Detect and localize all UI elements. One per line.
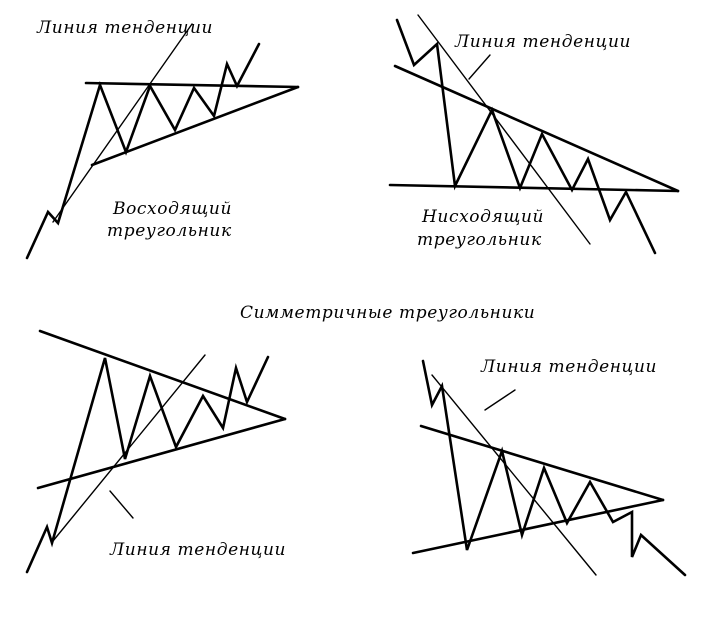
bearish-trendline-label: Линия тенденции — [480, 357, 657, 377]
bullish-trendline-label: Линия тенденции — [109, 540, 286, 560]
descending-name-line2: треугольник — [417, 230, 542, 250]
descending-name-line1: Нисходящий — [421, 207, 544, 227]
bullish-trendline — [52, 354, 206, 542]
ascending-triangle: Линия тенденции Восходящий треугольник — [25, 18, 300, 260]
bearish-upper-line — [419, 424, 665, 502]
symmetric-triangle-bearish: Линия тенденции — [411, 357, 687, 577]
bullish-upper-line — [38, 329, 287, 421]
ascending-trendline-label: Линия тенденции — [36, 18, 213, 38]
ascending-name-line1: Восходящий — [112, 199, 232, 219]
symmetric-triangle-bullish: Линия тенденции — [25, 329, 287, 574]
ascending-trendline — [52, 23, 193, 223]
bearish-label-pointer — [484, 389, 516, 411]
symmetric-triangles-heading: Симметричные треугольники — [240, 303, 535, 323]
ascending-name-line2: треугольник — [107, 221, 232, 241]
ascending-support-line — [90, 85, 300, 167]
bullish-price-path — [25, 355, 270, 574]
descending-triangle: Линия тенденции Нисходящий треугольник — [388, 14, 680, 255]
ascending-price-path — [25, 42, 261, 260]
bullish-label-pointer — [109, 490, 134, 519]
bullish-lower-line — [36, 417, 287, 490]
descending-trendline-label: Линия тенденции — [454, 32, 631, 52]
bearish-price-path — [421, 359, 687, 577]
descending-trendline — [417, 14, 591, 245]
descending-price-path — [395, 18, 657, 255]
ascending-resistance-line — [84, 81, 300, 89]
descending-support-line — [388, 183, 680, 193]
bearish-trendline — [431, 374, 597, 576]
bearish-lower-line — [411, 498, 665, 555]
descending-label-pointer — [468, 54, 491, 80]
